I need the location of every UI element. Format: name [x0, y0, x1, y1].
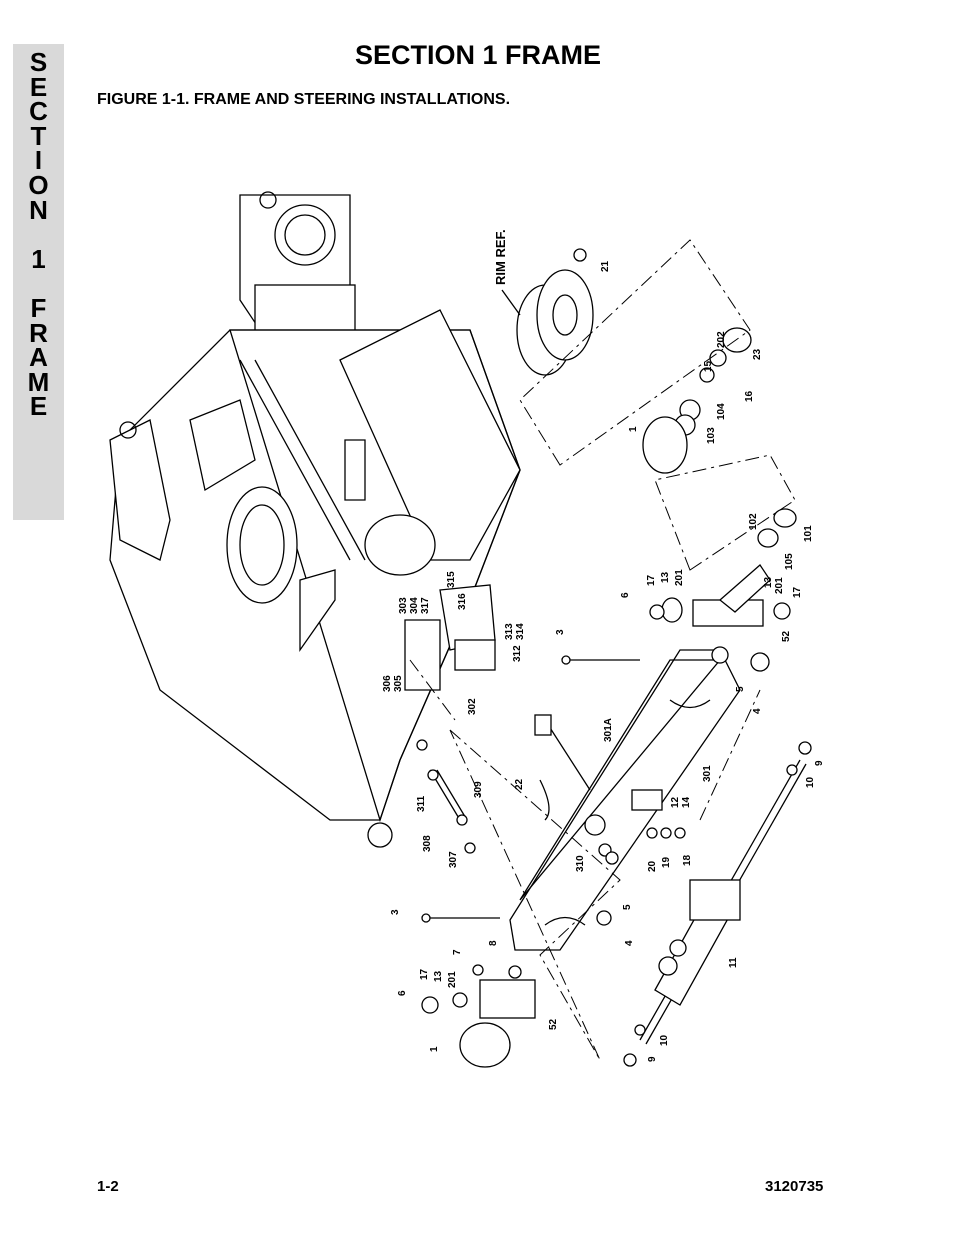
callout-310: 310 [575, 855, 586, 872]
callout-313: 313 [504, 623, 515, 640]
callout-4-top: 4 [752, 708, 763, 714]
figure-title: FIGURE 1-1. FRAME AND STEERING INSTALLAT… [97, 91, 511, 108]
callout-303: 303 [398, 597, 409, 614]
callout-315: 315 [446, 571, 457, 588]
callout-12: 12 [670, 796, 681, 808]
callout-6-top: 6 [620, 592, 631, 598]
rim-ref-label: RIM REF. [493, 229, 508, 285]
side-letter: A [29, 342, 48, 373]
callout-103: 103 [706, 427, 717, 444]
frame-steering-exploded-diagram: RIM REF. 21 23 202 15 16 104 103 1 102 1… [109, 191, 825, 1068]
callout-304: 304 [409, 597, 420, 614]
callout-17-right: 17 [792, 586, 803, 598]
callout-201-right: 201 [774, 577, 785, 594]
callout-3-top: 3 [555, 629, 566, 635]
side-letter: E [29, 71, 48, 102]
side-letter: 1 [31, 243, 46, 274]
callout-201-bottom: 201 [447, 971, 458, 988]
callout-302: 302 [467, 698, 478, 715]
callout-312: 312 [512, 645, 523, 662]
callout-5-top: 5 [735, 686, 746, 692]
callout-316: 316 [457, 593, 468, 610]
callout-3-bottom: 3 [390, 909, 401, 915]
callout-1-hub: 1 [628, 426, 639, 432]
callout-311: 311 [416, 795, 427, 812]
callout-labels: RIM REF. 21 23 202 15 16 104 103 1 102 1… [382, 229, 825, 1062]
callout-4-bottom: 4 [624, 940, 635, 946]
callout-23: 23 [752, 348, 763, 360]
page-number: 1-2 [97, 1178, 119, 1195]
callout-301A: 301A [603, 718, 614, 742]
callout-52-top: 52 [781, 630, 792, 642]
callout-16: 16 [744, 390, 755, 402]
side-letter: F [30, 292, 47, 323]
callout-105: 105 [784, 553, 795, 570]
callout-10-top: 10 [805, 776, 816, 788]
callout-314: 314 [515, 623, 526, 640]
callout-7: 7 [452, 949, 463, 955]
callout-17-top: 17 [646, 574, 657, 586]
callout-201-top: 201 [674, 569, 685, 586]
side-letter: N [29, 194, 48, 225]
main-frame-drawing [109, 191, 521, 848]
pin-hardware-drawing [416, 739, 476, 854]
callout-13-right: 13 [763, 576, 774, 588]
callout-20: 20 [647, 860, 658, 872]
callout-21: 21 [600, 260, 611, 272]
callout-317: 317 [420, 597, 431, 614]
callout-301: 301 [702, 765, 713, 782]
callout-9-top: 9 [814, 760, 825, 766]
callout-13-bottom: 13 [433, 970, 444, 982]
callout-15: 15 [703, 360, 714, 372]
callout-6-bottom: 6 [397, 990, 408, 996]
side-letter: O [28, 169, 49, 200]
callout-10-bottom: 10 [659, 1034, 670, 1046]
document-number: 3120735 [765, 1178, 824, 1195]
side-letter: R [29, 317, 48, 348]
rim-hub-assembly [516, 239, 797, 571]
callout-308: 308 [422, 835, 433, 852]
callout-309: 309 [473, 781, 484, 798]
callout-18: 18 [682, 854, 693, 866]
callout-102: 102 [748, 513, 759, 530]
callout-305: 305 [393, 675, 404, 692]
side-letter: T [30, 120, 47, 151]
section-side-tab: S E C T I O N 1 F R A M E [13, 44, 64, 520]
callout-22: 22 [514, 778, 525, 790]
callout-13-top: 13 [660, 571, 671, 583]
callout-306: 306 [382, 675, 393, 692]
callout-104: 104 [716, 403, 727, 420]
side-letter: E [29, 391, 48, 422]
callout-19: 19 [661, 856, 672, 868]
callout-101: 101 [803, 525, 814, 542]
side-letter: M [27, 366, 50, 397]
section-title: SECTION 1 FRAME [354, 40, 602, 70]
callout-17-bottom: 17 [419, 968, 430, 980]
callout-307: 307 [448, 851, 459, 868]
callout-1-bottom: 1 [429, 1046, 440, 1052]
side-letter: S [29, 47, 48, 77]
callout-9-bottom: 9 [647, 1056, 658, 1062]
steering-axle-drawing [409, 564, 791, 1068]
side-tab-letters: S E C T I O N 1 F R A M E [13, 47, 64, 422]
callout-8: 8 [488, 940, 499, 946]
callout-11: 11 [728, 957, 739, 968]
callout-14: 14 [681, 796, 692, 808]
side-letter: C [29, 96, 48, 127]
callout-52-bottom: 52 [548, 1018, 559, 1030]
steering-cylinder-drawing [623, 741, 812, 1067]
callout-202: 202 [716, 331, 727, 348]
callout-5-bottom: 5 [622, 904, 633, 910]
side-letter: I [34, 145, 43, 176]
